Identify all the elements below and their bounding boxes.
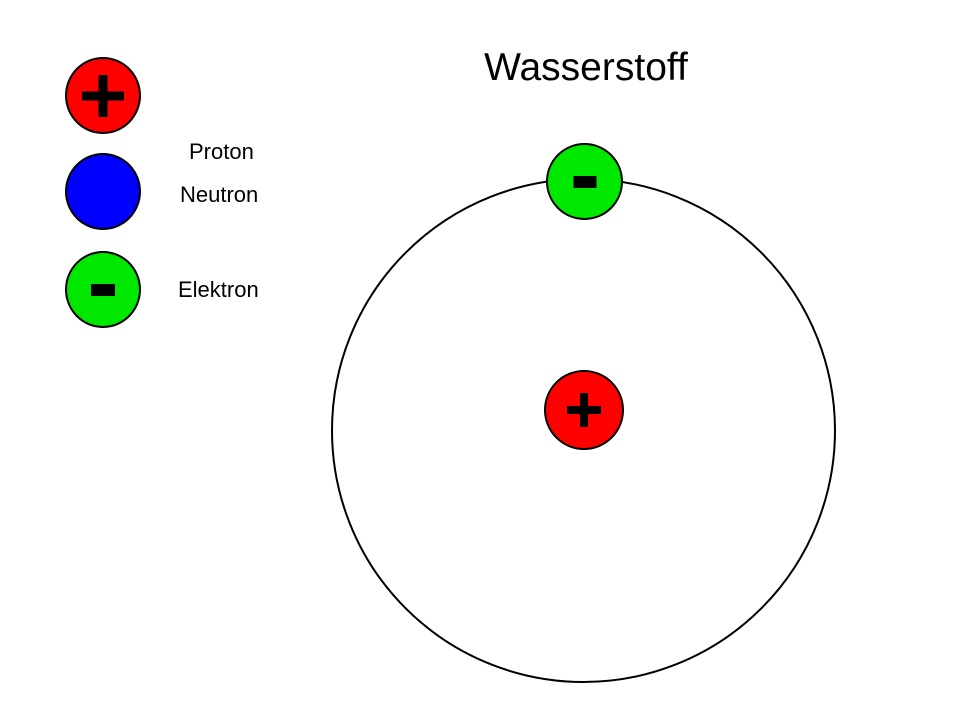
page-title: Wasserstoff (484, 46, 688, 89)
nucleus-proton (544, 370, 624, 450)
neutron-circle-icon (65, 153, 141, 230)
plus-sign-icon (546, 372, 622, 448)
proton-circle-icon (65, 57, 141, 134)
electron-circle-icon (65, 251, 141, 328)
legend-label-elektron: Elektron (178, 277, 259, 302)
minus-sign-icon (67, 253, 139, 326)
plus-sign-icon (67, 59, 139, 132)
minus-sign-icon (548, 145, 621, 218)
legend-label-proton: Proton (189, 139, 254, 164)
shell-electron (546, 143, 623, 220)
legend-label-neutron: Neutron (180, 182, 259, 207)
